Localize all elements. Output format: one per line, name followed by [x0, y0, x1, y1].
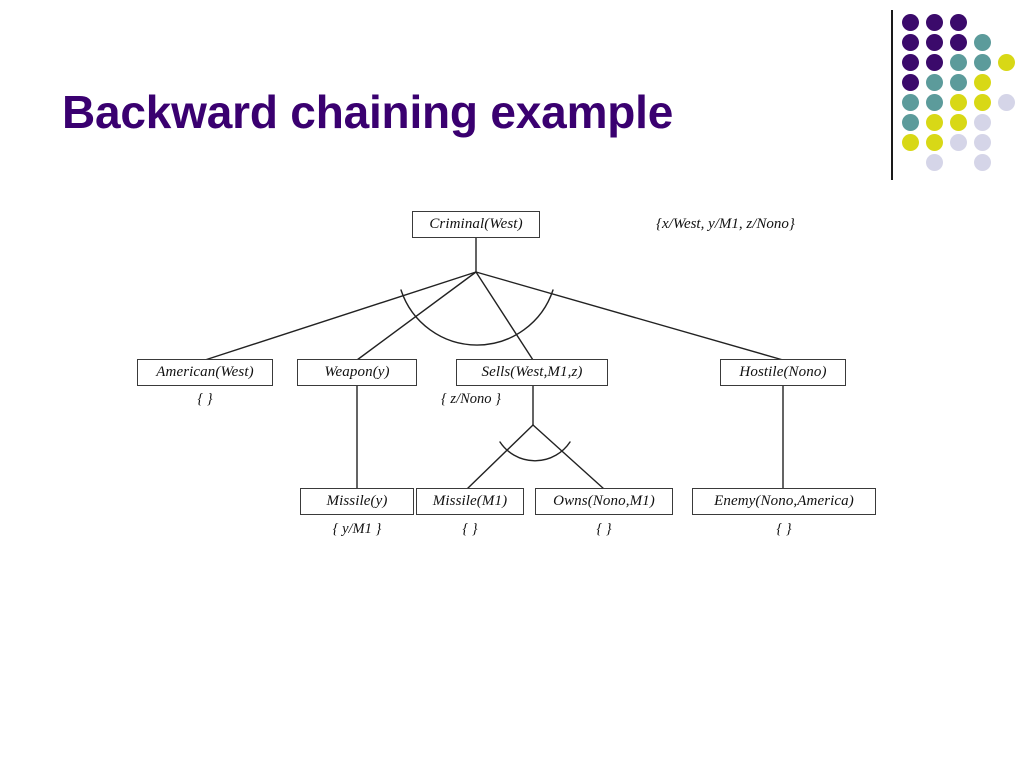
edge-criminal-american — [204, 271, 477, 361]
decorative-dot — [926, 14, 943, 31]
decorative-dot — [998, 54, 1015, 71]
decorative-dot — [902, 74, 919, 91]
substitution-missile-m1: { } — [462, 521, 478, 537]
decorative-dot — [950, 114, 967, 131]
substitution-missile-y: { y/M1 } — [332, 521, 382, 537]
node-american[interactable]: American(West) — [137, 359, 273, 386]
root-substitution: {x/West, y/M1, z/Nono} — [656, 216, 795, 232]
decorative-dot — [950, 134, 967, 151]
edge-criminal-weapon — [356, 271, 477, 361]
decorative-dot — [926, 74, 943, 91]
and-arc-criminal — [400, 289, 554, 346]
decorative-dot — [974, 114, 991, 131]
decorative-dot — [926, 154, 943, 171]
node-sells[interactable]: Sells(West,M1,z) — [456, 359, 608, 386]
edge-criminal-hostile — [475, 271, 784, 361]
decorative-dot — [902, 134, 919, 151]
decorative-dot — [950, 14, 967, 31]
decorative-dot — [902, 14, 919, 31]
decorative-dot — [974, 94, 991, 111]
decorative-dot — [974, 154, 991, 171]
dot-grid — [902, 14, 1024, 174]
substitution-enemy: { } — [776, 521, 792, 537]
edge-sells-owns — [532, 424, 605, 490]
decorative-dot — [926, 94, 943, 111]
decorative-dot — [950, 34, 967, 51]
decorative-dot — [902, 54, 919, 71]
page-title: Backward chaining example — [62, 86, 674, 138]
node-owns[interactable]: Owns(Nono,M1) — [535, 488, 673, 515]
decorative-dot — [950, 74, 967, 91]
decorative-dot — [950, 54, 967, 71]
decorative-dot — [974, 34, 991, 51]
and-arc-sells — [499, 441, 571, 462]
node-hostile[interactable]: Hostile(Nono) — [720, 359, 846, 386]
decorative-dot-motif — [880, 0, 1024, 182]
decorative-dot — [926, 114, 943, 131]
node-enemy[interactable]: Enemy(Nono,America) — [692, 488, 876, 515]
decorative-dot — [974, 54, 991, 71]
decorative-dot — [926, 134, 943, 151]
node-weapon[interactable]: Weapon(y) — [297, 359, 417, 386]
decorative-dot — [902, 94, 919, 111]
node-criminal[interactable]: Criminal(West) — [412, 211, 540, 238]
substitution-american: { } — [197, 391, 213, 407]
node-missile-y[interactable]: Missile(y) — [300, 488, 414, 515]
substitution-sells: { z/Nono } — [441, 391, 501, 407]
edge-criminal-sells — [475, 271, 534, 361]
decorative-dot — [902, 114, 919, 131]
decorative-dot — [950, 94, 967, 111]
decorative-dot — [998, 94, 1015, 111]
node-missile-m1[interactable]: Missile(M1) — [416, 488, 524, 515]
vertical-divider-line — [891, 10, 893, 180]
substitution-owns: { } — [596, 521, 612, 537]
decorative-dot — [902, 34, 919, 51]
edge-sells-missile-m1 — [466, 424, 534, 490]
decorative-dot — [974, 74, 991, 91]
decorative-dot — [974, 134, 991, 151]
decorative-dot — [926, 54, 943, 71]
decorative-dot — [926, 34, 943, 51]
